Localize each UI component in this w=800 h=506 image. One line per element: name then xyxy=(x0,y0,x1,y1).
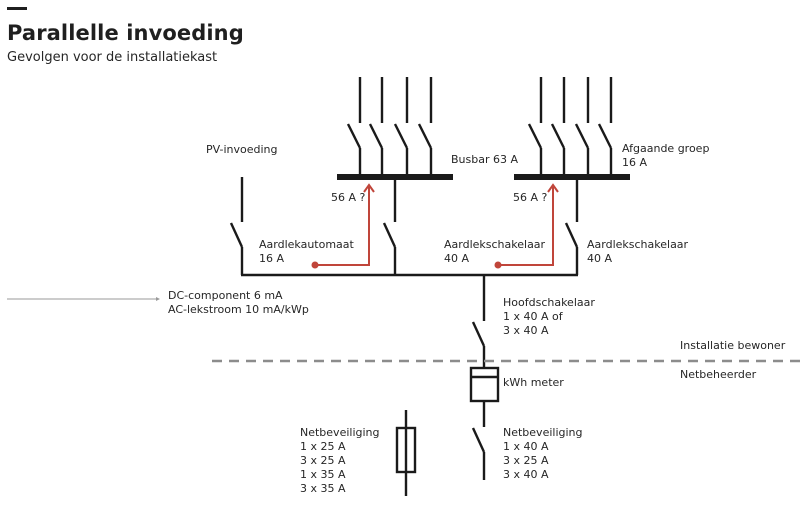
switch-symbol xyxy=(346,77,362,177)
flow-arrow-left-origin-dot xyxy=(311,261,319,269)
flow-arrow-left xyxy=(315,183,375,266)
switch-symbol xyxy=(417,77,433,177)
kwh-meter-symbol xyxy=(469,366,500,427)
switch-symbol xyxy=(550,77,566,177)
title-accent-bar xyxy=(7,7,27,10)
right-busbar-outgoing-switches xyxy=(527,77,613,177)
page-subtitle: Gevolgen voor de installatiekast xyxy=(7,50,218,65)
label-flow-right: 56 A ? xyxy=(513,191,548,204)
grid-protection-switch xyxy=(471,427,486,480)
label-aardlekschakelaar-right: Aardlekschakelaar 40 A xyxy=(587,238,689,265)
label-netbeveiliging-fuse: Netbeveiliging 1 x 25 A 3 x 25 A 1 x 35 … xyxy=(300,426,380,495)
label-netbeveiliging-switch: Netbeveiliging 1 x 40 A 3 x 25 A 3 x 40 … xyxy=(503,426,583,481)
label-busbar: Busbar 63 A xyxy=(451,153,519,166)
pv-switch xyxy=(229,177,244,275)
left-busbar-feed-switch xyxy=(382,180,397,275)
label-afgaande-groep: Afgaande groep 16 A xyxy=(622,142,710,169)
label-netbeheerder: Netbeheerder xyxy=(680,368,757,381)
label-dc-ac-leakage: DC-component 6 mA AC-lekstroom 10 mA/kWp xyxy=(168,289,309,316)
right-busbar-feed-switch xyxy=(564,180,579,275)
busbar-right xyxy=(514,174,630,180)
page-title: Parallelle invoeding xyxy=(7,21,244,45)
left-busbar-outgoing-switches xyxy=(346,77,433,177)
label-installatie-bewoner: Installatie bewoner xyxy=(680,339,786,352)
flow-arrow-right-origin-dot xyxy=(494,261,502,269)
label-aardlekschakelaar-mid: Aardlekschakelaar 40 A xyxy=(444,238,546,265)
label-kwh-meter: kWh meter xyxy=(503,376,564,389)
leakage-pointer xyxy=(7,297,160,301)
fuse-symbol xyxy=(395,410,417,496)
switch-symbol xyxy=(574,77,590,177)
switch-symbol xyxy=(368,77,384,177)
switch-symbol xyxy=(597,77,613,177)
label-hoofdschakelaar: Hoofdschakelaar 1 x 40 A of 3 x 40 A xyxy=(503,296,595,337)
switch-symbol xyxy=(393,77,409,177)
busbar-left xyxy=(337,174,453,180)
flow-arrow-right xyxy=(498,183,559,266)
label-pv-invoeding: PV-invoeding xyxy=(206,143,278,156)
label-flow-left: 56 A ? xyxy=(331,191,366,204)
main-switch xyxy=(471,275,486,368)
switch-symbol xyxy=(527,77,543,177)
label-aardlekautomaat: Aardlekautomaat 16 A xyxy=(259,238,354,265)
